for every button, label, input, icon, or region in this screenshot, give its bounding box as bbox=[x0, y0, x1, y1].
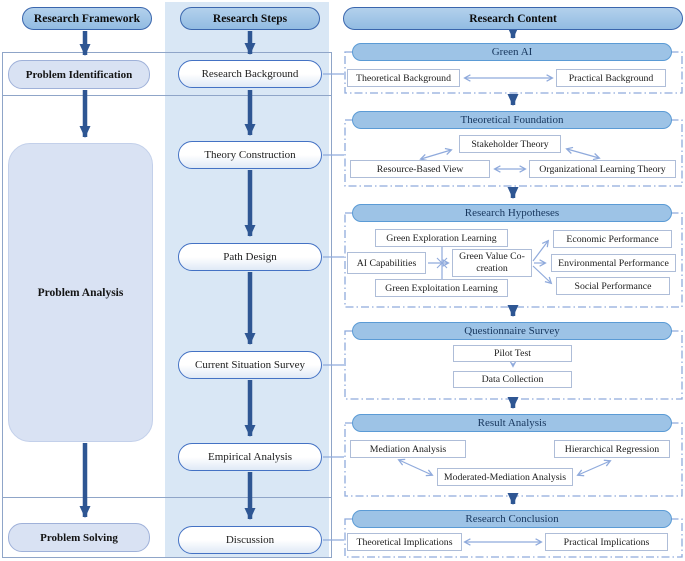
node-path-design: Path Design bbox=[178, 243, 322, 271]
node-current-situation-survey: Current Situation Survey bbox=[178, 351, 322, 379]
social-performance-label: Social Performance bbox=[574, 280, 652, 292]
node-discussion: Discussion bbox=[178, 526, 322, 554]
box-environmental-performance: Environmental Performance bbox=[551, 254, 676, 272]
node-problem-solving: Problem Solving bbox=[8, 523, 150, 552]
theoretical-foundation-label: Theoretical Foundation bbox=[460, 114, 564, 126]
box-stakeholder-theory: Stakeholder Theory bbox=[459, 135, 561, 153]
research-background-label: Research Background bbox=[201, 68, 299, 80]
discussion-label: Discussion bbox=[225, 534, 275, 546]
box-practical-background: Practical Background bbox=[556, 69, 666, 87]
steps-header-label: Research Steps bbox=[212, 12, 288, 25]
box-economic-performance: Economic Performance bbox=[553, 230, 672, 248]
box-social-performance: Social Performance bbox=[556, 277, 670, 295]
hierarchical-regression-label: Hierarchical Regression bbox=[564, 443, 660, 455]
row-divider-bottom bbox=[2, 497, 332, 498]
green-ai-label: Green AI bbox=[491, 46, 533, 58]
data-collection-label: Data Collection bbox=[481, 374, 544, 385]
path-design-label: Path Design bbox=[223, 251, 277, 263]
box-ai-capabilities: AI Capabilities bbox=[347, 252, 426, 274]
problem-identification-label: Problem Identification bbox=[25, 68, 133, 81]
section-pill-questionnaire-survey: Questionnaire Survey bbox=[352, 322, 672, 340]
environmental-performance-label: Environmental Performance bbox=[558, 257, 669, 269]
box-green-value-co-creation: Green Value Co-creation bbox=[452, 249, 532, 277]
theoretical-implications-label: Theoretical Implications bbox=[356, 536, 453, 548]
node-problem-analysis: Problem Analysis bbox=[8, 143, 153, 442]
box-organizational-learning-theory: Organizational Learning Theory bbox=[529, 160, 676, 178]
node-theory-construction: Theory Construction bbox=[178, 141, 322, 169]
node-research-background: Research Background bbox=[178, 60, 322, 88]
research-hypotheses-label: Research Hypotheses bbox=[464, 207, 560, 219]
theory-construction-label: Theory Construction bbox=[204, 149, 296, 161]
practical-implications-label: Practical Implications bbox=[563, 536, 650, 548]
section-pill-research-conclusion: Research Conclusion bbox=[352, 510, 672, 528]
problem-analysis-label: Problem Analysis bbox=[37, 286, 124, 299]
box-theoretical-implications: Theoretical Implications bbox=[347, 533, 462, 551]
mediation-analysis-label: Mediation Analysis bbox=[369, 443, 447, 455]
current-situation-survey-label: Current Situation Survey bbox=[195, 359, 305, 371]
resource-based-view-label: Resource-Based View bbox=[376, 163, 464, 175]
box-resource-based-view: Resource-Based View bbox=[350, 160, 490, 178]
research-conclusion-label: Research Conclusion bbox=[465, 513, 559, 525]
box-green-exploitation-learning: Green Exploitation Learning bbox=[375, 279, 508, 297]
theoretical-background-label: Theoretical Background bbox=[356, 72, 451, 84]
section-pill-green-ai: Green AI bbox=[352, 43, 672, 61]
stakeholder-theory-label: Stakeholder Theory bbox=[471, 138, 549, 150]
node-problem-identification: Problem Identification bbox=[8, 60, 150, 89]
row-band-outline bbox=[2, 52, 332, 558]
content-header-label: Research Content bbox=[469, 12, 557, 25]
box-data-collection: Data Collection bbox=[453, 371, 572, 388]
box-practical-implications: Practical Implications bbox=[545, 533, 668, 551]
content-column-header: Research Content bbox=[343, 7, 683, 30]
box-mediation-analysis: Mediation Analysis bbox=[350, 440, 466, 458]
steps-column-header: Research Steps bbox=[180, 7, 320, 30]
box-pilot-test: Pilot Test bbox=[453, 345, 572, 362]
box-theoretical-background: Theoretical Background bbox=[347, 69, 460, 87]
economic-performance-label: Economic Performance bbox=[566, 233, 659, 245]
framework-column-header: Research Framework bbox=[22, 7, 152, 30]
problem-solving-label: Problem Solving bbox=[40, 531, 118, 544]
box-green-exploration-learning: Green Exploration Learning bbox=[375, 229, 508, 247]
box-moderated-mediation-analysis: Moderated-Mediation Analysis bbox=[437, 468, 573, 486]
pilot-test-label: Pilot Test bbox=[494, 348, 531, 359]
framework-header-label: Research Framework bbox=[33, 12, 141, 25]
result-analysis-label: Result Analysis bbox=[477, 417, 547, 429]
moderated-mediation-analysis-label: Moderated-Mediation Analysis bbox=[443, 471, 567, 483]
row-divider-top bbox=[2, 95, 332, 96]
empirical-analysis-label: Empirical Analysis bbox=[207, 451, 292, 463]
section-pill-theoretical-foundation: Theoretical Foundation bbox=[352, 111, 672, 129]
box-hierarchical-regression: Hierarchical Regression bbox=[554, 440, 670, 458]
section-pill-result-analysis: Result Analysis bbox=[352, 414, 672, 432]
green-exploration-learning-label: Green Exploration Learning bbox=[386, 232, 497, 244]
green-exploitation-learning-label: Green Exploitation Learning bbox=[385, 282, 498, 294]
node-empirical-analysis: Empirical Analysis bbox=[178, 443, 322, 471]
ai-capabilities-label: AI Capabilities bbox=[356, 257, 417, 269]
section-pill-research-hypotheses: Research Hypotheses bbox=[352, 204, 672, 222]
practical-background-label: Practical Background bbox=[568, 72, 654, 84]
green-value-co-creation-label: Green Value Co-creation bbox=[459, 250, 525, 274]
questionnaire-survey-label: Questionnaire Survey bbox=[464, 325, 560, 337]
organizational-learning-theory-label: Organizational Learning Theory bbox=[539, 163, 666, 175]
